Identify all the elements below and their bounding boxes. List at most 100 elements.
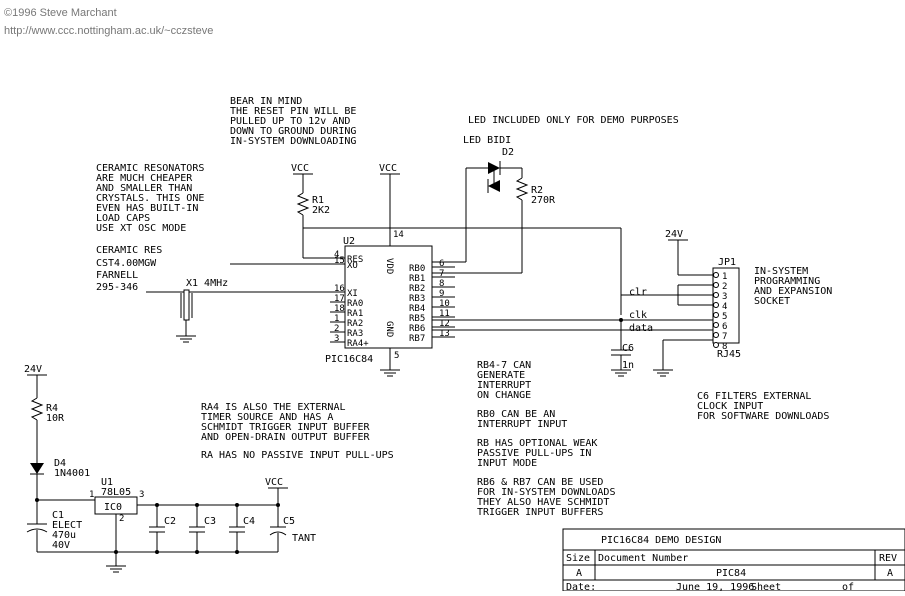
svg-text:RB0 CAN BE AN: RB0 CAN BE AN [477, 409, 555, 420]
author-url-text: http://www.ccc.nottingham.ac.uk/~cczstev… [4, 25, 213, 37]
svg-text:5: 5 [394, 351, 399, 361]
svg-text:REV: REV [879, 553, 897, 564]
c6-note: C6 FILTERS EXTERNAL CLOCK INPUT FOR SOFT… [697, 391, 829, 422]
svg-text:Document Number: Document Number [598, 553, 688, 564]
svg-text:AND EXPANSION: AND EXPANSION [754, 286, 832, 297]
svg-text:BEAR IN MIND: BEAR IN MIND [230, 96, 302, 107]
r1-value: 2K2 [312, 205, 330, 216]
jp1-pin-terminal [713, 312, 719, 318]
svg-text:VDD: VDD [384, 258, 394, 274]
pic-pin-number: 12 [439, 319, 450, 329]
pic-pin-number: 10 [439, 299, 450, 309]
jp1-pin-number: 8 [722, 342, 727, 352]
svg-text:SCHMIDT TRIGGER INPUT BUFFER: SCHMIDT TRIGGER INPUT BUFFER [201, 422, 371, 433]
pic-pin-name: RES [347, 255, 363, 265]
r1-resistor [296, 192, 310, 216]
ceramic-res-note: CERAMIC RES CST4.00MGW FARNELL 295-346 [96, 245, 162, 293]
svg-text:IN-SYSTEM DOWNLOADING: IN-SYSTEM DOWNLOADING [230, 136, 356, 147]
svg-text:A: A [887, 568, 893, 579]
d4-label: D4 [54, 458, 66, 469]
svg-text:C6 FILTERS EXTERNAL: C6 FILTERS EXTERNAL [697, 391, 811, 402]
svg-text:INTERRUPT: INTERRUPT [477, 380, 531, 391]
r4-label: R4 [46, 403, 58, 414]
svg-text:DOWN TO GROUND DURING: DOWN TO GROUND DURING [230, 126, 356, 137]
pic-pin-number: 7 [439, 269, 444, 279]
c5-type: TANT [292, 533, 316, 544]
pic-pin-number: 9 [439, 289, 444, 299]
c3-label: C3 [204, 516, 216, 527]
pic-pin-name: RA0 [347, 299, 363, 309]
rb67-note: RB6 & RB7 CAN BE USED FOR IN-SYSTEM DOWN… [477, 477, 615, 518]
svg-text:USE XT OSC MODE: USE XT OSC MODE [96, 223, 186, 234]
pic-pin-name: RA2 [347, 319, 363, 329]
c1-voltage: 40V [52, 540, 70, 551]
pic-pin-name: RB0 [409, 264, 425, 274]
r1-label: R1 [312, 195, 324, 206]
jp1-pin-number: 7 [722, 332, 727, 342]
jp1-pin-number: 3 [722, 292, 727, 302]
c6-value: 1n [622, 360, 634, 371]
svg-text:of: of [842, 582, 854, 591]
jp1-pin-number: 1 [722, 272, 727, 282]
psu-vcc-label: VCC [265, 477, 283, 488]
svg-text:295-346: 295-346 [96, 282, 138, 293]
svg-text:FOR SOFTWARE DOWNLOADS: FOR SOFTWARE DOWNLOADS [697, 411, 829, 422]
svg-text:AND SMALLER THAN: AND SMALLER THAN [96, 183, 192, 194]
d4-diode [30, 463, 44, 474]
pic-pin-number: 1 [334, 314, 339, 324]
pic-pin-number: 16 [334, 284, 345, 294]
jp1-pin-terminal [713, 272, 719, 278]
vcc-label-u2: VCC [379, 163, 397, 174]
svg-text:RB4-7 CAN: RB4-7 CAN [477, 360, 531, 371]
r2-value: 270R [531, 195, 556, 206]
svg-text:FARNELL: FARNELL [96, 270, 138, 281]
svg-text:TRIGGER INPUT BUFFERS: TRIGGER INPUT BUFFERS [477, 507, 603, 518]
r2-label: R2 [531, 185, 543, 196]
jp1-pin-terminal [713, 342, 719, 348]
c1-value: 470u [52, 530, 76, 541]
jp1-pin-terminal [713, 302, 719, 308]
pic-pin-name: RA1 [347, 309, 363, 319]
jp1-pin-number: 2 [722, 282, 727, 292]
pic-pin-number: 2 [334, 324, 339, 334]
c4-label: C4 [243, 516, 255, 527]
svg-text:CRYSTALS. THIS ONE: CRYSTALS. THIS ONE [96, 193, 204, 204]
pic-pin-number: 15 [334, 256, 345, 266]
svg-text:EVEN HAS BUILT-IN: EVEN HAS BUILT-IN [96, 203, 198, 214]
svg-text:PASSIVE PULL-UPS IN: PASSIVE PULL-UPS IN [477, 448, 591, 459]
pic-pin-name: RB4 [409, 304, 425, 314]
c1-type: ELECT [52, 520, 82, 531]
jp1-24v-label: 24V [665, 229, 683, 240]
svg-text:INTERRUPT INPUT: INTERRUPT INPUT [477, 419, 567, 430]
pic-pin-name: RB2 [409, 284, 425, 294]
svg-text:Size: Size [566, 553, 590, 564]
pic-pin-number: 8 [439, 279, 444, 289]
c2-label: C2 [164, 516, 176, 527]
u2-label: U2 [343, 236, 355, 247]
svg-text:SOCKET: SOCKET [754, 296, 790, 307]
jp1-label: JP1 [718, 257, 736, 268]
r2-resistor [515, 177, 529, 201]
svg-text:RB HAS OPTIONAL WEAK: RB HAS OPTIONAL WEAK [477, 438, 597, 449]
u1-label: U1 [101, 477, 113, 488]
pic-pin-number: 4 [334, 250, 339, 260]
tb-title: PIC16C84 DEMO DESIGN [601, 535, 721, 546]
pic-pin-name: XI [347, 289, 358, 299]
svg-text:TIMER SOURCE AND HAS A: TIMER SOURCE AND HAS A [201, 412, 333, 423]
svg-text:INPUT MODE: INPUT MODE [477, 458, 537, 469]
socket-note: IN-SYSTEM PROGRAMMING AND EXPANSION SOCK… [754, 266, 832, 307]
jp1-pin-terminal [713, 322, 719, 328]
clr-label: clr [629, 287, 647, 298]
svg-text:LOAD CAPS: LOAD CAPS [96, 213, 150, 224]
pic-pin-name: RB7 [409, 334, 425, 344]
d4-value: 1N4001 [54, 468, 90, 479]
reset-note: BEAR IN MIND THE RESET PIN WILL BE PULLE… [230, 96, 356, 147]
svg-text:3: 3 [139, 490, 144, 500]
jp1-pin-terminal [713, 282, 719, 288]
rj45-label: RJ45 [717, 349, 741, 360]
svg-text:A: A [576, 568, 582, 579]
svg-text:PIC84: PIC84 [716, 568, 746, 579]
